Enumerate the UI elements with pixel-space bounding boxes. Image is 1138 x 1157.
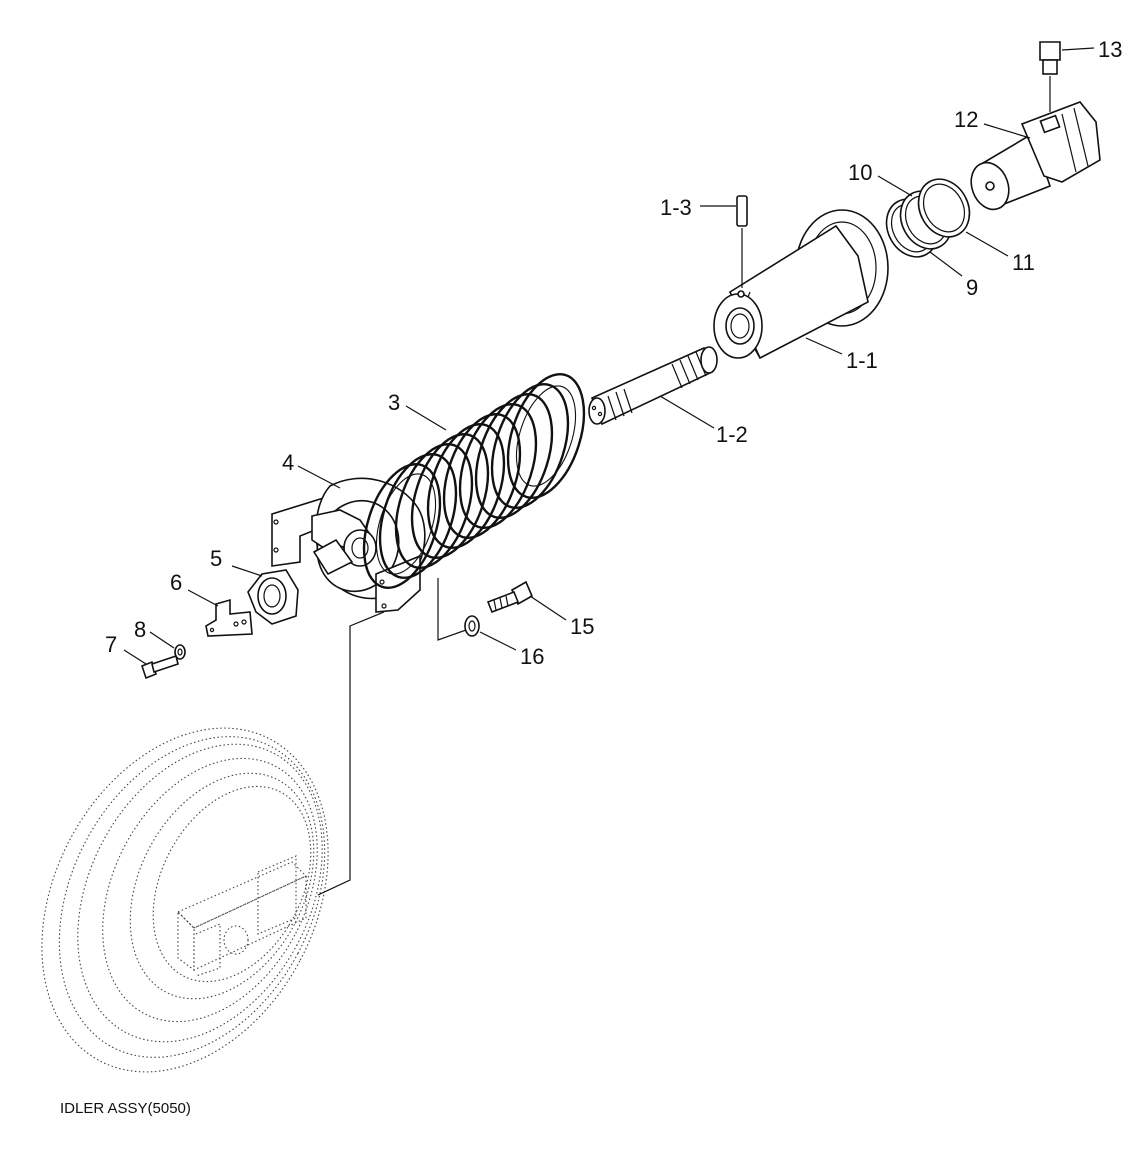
lock-plate-6 xyxy=(205,598,253,637)
rod-1-2 xyxy=(588,346,718,426)
bolt-13 xyxy=(1039,41,1061,112)
leader-bracket-washer xyxy=(437,578,467,641)
recoil-spring-3 xyxy=(362,373,586,589)
cylinder-1-1 xyxy=(713,209,889,360)
leader-bracket-idler xyxy=(317,611,385,896)
bolt-7 xyxy=(141,654,179,680)
label-part-12: 12 xyxy=(954,107,978,132)
bolt-15 xyxy=(486,580,534,614)
valve-body-12 xyxy=(970,101,1101,211)
label-part-13: 13 xyxy=(1098,37,1122,62)
idler-wheel xyxy=(41,727,329,1073)
label-part-6: 6 xyxy=(170,570,182,595)
label-part-7: 7 xyxy=(105,632,117,657)
label-part-1-2: 1-2 xyxy=(716,422,748,447)
label-part-1-3: 1-3 xyxy=(660,195,692,220)
label-part-8: 8 xyxy=(134,617,146,642)
label-part-15: 15 xyxy=(570,614,594,639)
washer-8 xyxy=(174,644,186,660)
label-part-16: 16 xyxy=(520,644,544,669)
pin-1-3 xyxy=(736,195,748,288)
nut-5 xyxy=(247,569,299,625)
label-part-9: 9 xyxy=(966,275,978,300)
diagram-caption: IDLER ASSY(5050) xyxy=(60,1100,191,1117)
washer-16 xyxy=(464,615,480,637)
label-part-1-1: 1-1 xyxy=(846,348,878,373)
label-part-10: 10 xyxy=(848,160,872,185)
label-part-4: 4 xyxy=(282,450,294,475)
label-part-3: 3 xyxy=(388,390,400,415)
callout-leaders xyxy=(123,47,1095,665)
label-part-5: 5 xyxy=(210,546,222,571)
label-part-11: 11 xyxy=(1012,250,1035,275)
seal-rings-9-10-11 xyxy=(885,178,971,258)
